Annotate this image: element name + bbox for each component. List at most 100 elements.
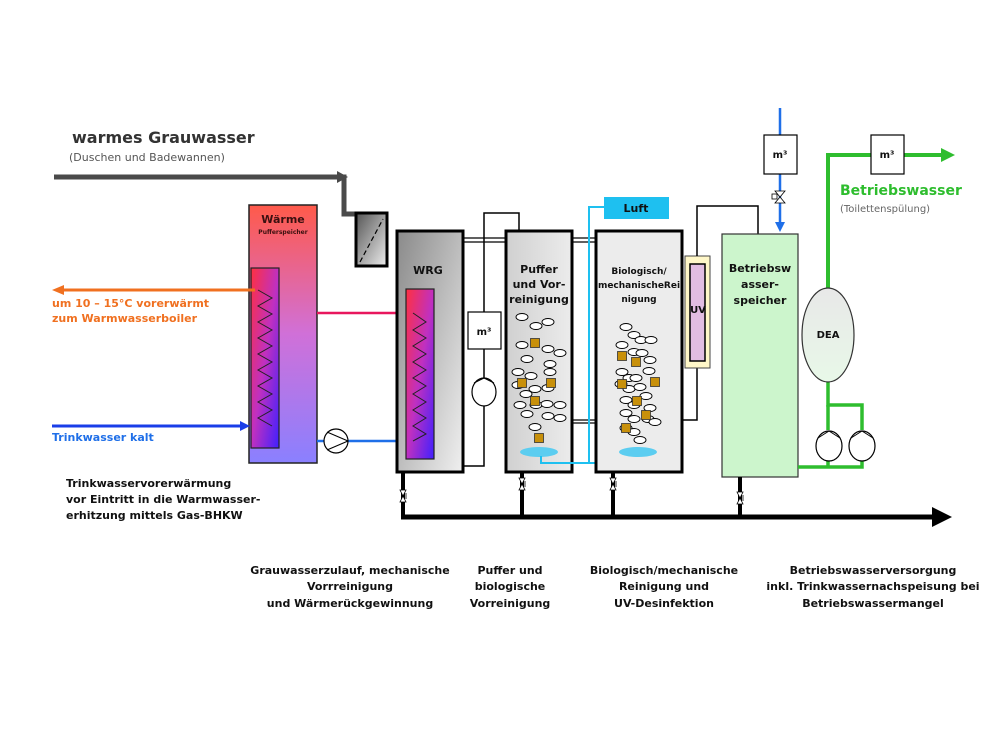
heat-storage-tank [248, 204, 318, 464]
service-tank-line3: speicher [734, 294, 787, 307]
service-water-subtitle: (Toilettenspülung) [840, 204, 930, 215]
air-bubble-icon [515, 313, 529, 321]
cold-water-label: Trinkwasser kalt [52, 431, 154, 444]
drain-valve-icon [518, 477, 526, 491]
arrow-right-icon [240, 421, 250, 431]
preheated-outflow-pipe [52, 285, 255, 295]
air-bubble-icon [528, 385, 542, 393]
air-bubble-icon [541, 412, 555, 420]
stage-description-1: Grauwasserzulauf, mechanische Vorrreinig… [250, 564, 449, 610]
air-bubble-icon [648, 418, 662, 426]
arrow-down-icon [775, 222, 785, 232]
bio-particles [614, 323, 662, 444]
svg-text:UV-Desinfektion: UV-Desinfektion [614, 597, 714, 610]
bio-line2: mechanischeRei [598, 281, 680, 291]
stage-description-4: Betriebswasserversorgung inkl. Trinkwass… [766, 564, 979, 610]
air-bubble-icon [520, 410, 534, 418]
aerator-icon [520, 447, 558, 457]
drain-line [401, 472, 952, 527]
air-bubble-icon [615, 341, 629, 349]
sludge-particle-icon [650, 377, 660, 387]
air-bubble-icon [513, 401, 527, 409]
recirculation-pump-icon [471, 377, 497, 407]
uv-disinfection-unit [684, 255, 711, 369]
air-bubble-icon [528, 423, 542, 431]
stage-description-2: Puffer und biologische Vorreinigung [470, 564, 551, 610]
svg-text:Biologisch/mechanische: Biologisch/mechanische [590, 564, 738, 577]
sludge-particle-icon [632, 396, 642, 406]
air-bubble-icon [543, 360, 557, 368]
air-bubble-icon [553, 414, 567, 422]
air-bubble-icon [615, 368, 629, 376]
sludge-particle-icon [617, 351, 627, 361]
svg-text:Grauwasserzulauf, mechanische: Grauwasserzulauf, mechanische [250, 564, 449, 577]
dea-pressure-vessel [801, 287, 855, 383]
buffer-line2: und Vor- [513, 278, 566, 291]
service-water-title: Betriebswasser [840, 183, 962, 199]
service-tank-line1: Betriebsw [729, 262, 791, 275]
preheating-note-line2: vor Eintritt in die Warmwasser- [66, 493, 260, 506]
sludge-particle-icon [546, 378, 556, 388]
service-tank-line2: asser- [741, 278, 779, 291]
air-bubble-icon [553, 401, 567, 409]
buffer-line1: Puffer [520, 263, 558, 276]
preheated-line1: um 10 – 15°C vorerwärmt [52, 297, 209, 310]
air-blower [604, 197, 669, 219]
circulation-pump-icon [323, 428, 349, 454]
air-bubble-icon [524, 372, 538, 380]
sludge-particle-icon [641, 410, 651, 420]
air-bubble-icon [627, 415, 641, 423]
svg-text:Betriebswassermangel: Betriebswassermangel [802, 597, 944, 610]
buffer-particles [511, 313, 567, 443]
topup-valve-icon [771, 190, 786, 204]
svg-text:Betriebswasserversorgung: Betriebswasserversorgung [790, 564, 957, 577]
topup-flow-meter [763, 134, 798, 175]
flow-arrow-icon [337, 171, 348, 183]
air-bubble-icon [515, 341, 529, 349]
service-water-line [798, 148, 955, 469]
air-bubble-icon [619, 323, 633, 331]
wrg-label: WRG [413, 264, 443, 277]
svg-text:Vorrreinigung: Vorrreinigung [307, 580, 393, 593]
air-bubble-icon [633, 383, 647, 391]
service-flow-meter [870, 134, 905, 175]
air-bubble-icon [553, 349, 567, 357]
dea-label: DEA [817, 330, 840, 341]
inflow-subtitle: (Duschen und Badewannen) [69, 151, 225, 164]
air-bubble-icon [541, 318, 555, 326]
air-bubble-icon [642, 367, 656, 375]
arrow-right-icon [941, 148, 955, 162]
air-bubble-icon [639, 392, 653, 400]
air-bubble-icon [644, 336, 658, 344]
bio-line1: Biologisch/ [611, 267, 667, 277]
sludge-particle-icon [530, 396, 540, 406]
arrow-left-icon [52, 285, 64, 295]
air-bubble-icon [529, 322, 543, 330]
topup-meter-label: m³ [773, 150, 788, 161]
drain-valve-icon [399, 489, 407, 503]
air-bubble-icon [619, 409, 633, 417]
air-bubble-icon [635, 349, 649, 357]
arrow-right-icon [932, 507, 952, 527]
uv-label: UV [690, 305, 706, 316]
air-bubble-icon [633, 436, 647, 444]
flow-meter [467, 311, 502, 350]
air-bubble-icon [520, 355, 534, 363]
air-bubble-icon [543, 368, 557, 376]
air-label: Luft [624, 202, 649, 215]
air-bubble-icon [619, 396, 633, 404]
heat-exchanger-coil-icon [412, 312, 428, 442]
svg-text:inkl. Trinkwassernachspeisung: inkl. Trinkwassernachspeisung bei [766, 580, 979, 593]
flow-meter-label: m³ [477, 327, 492, 338]
aerator-icon [619, 447, 657, 457]
stage-description-3: Biologisch/mechanische Reinigung und UV-… [590, 564, 738, 610]
air-bubble-icon [627, 331, 641, 339]
booster-pump-icon [815, 430, 843, 462]
svg-text:Vorreinigung: Vorreinigung [470, 597, 551, 610]
air-bubble-icon [629, 374, 643, 382]
sludge-particle-icon [631, 357, 641, 367]
sludge-particle-icon [530, 338, 540, 348]
preheated-line2: zum Warmwasserboiler [52, 312, 198, 325]
preheating-note-line3: erhitzung mittels Gas-BHKW [66, 509, 243, 522]
